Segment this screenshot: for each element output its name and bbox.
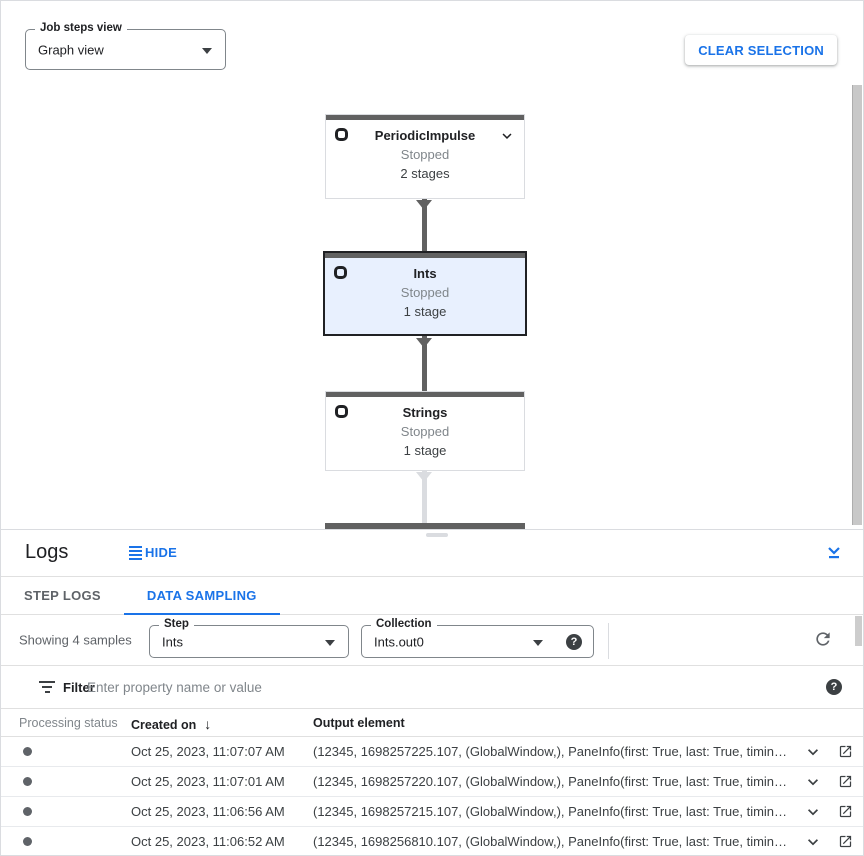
dropdown-caret-icon <box>325 639 335 646</box>
node-title: PeriodicImpulse <box>374 128 476 143</box>
node-stages: 1 stage <box>403 304 447 319</box>
sample-row: Oct 25, 2023, 11:06:52 AM (12345, 169825… <box>1 827 863 856</box>
sample-row: Oct 25, 2023, 11:06:56 AM (12345, 169825… <box>1 797 863 827</box>
panel-resize-handle[interactable] <box>426 533 448 537</box>
dropdown-caret-icon <box>533 639 543 646</box>
samples-table-header: Processing status Created on↓ Output ele… <box>1 709 863 737</box>
collapse-panel-icon[interactable] <box>825 543 843 561</box>
graph-node-ints[interactable]: Ints Stopped 1 stage <box>323 251 527 336</box>
logs-panel: Logs HIDE STEP LOGS DATA SAMPLING Showin… <box>1 529 863 855</box>
sampling-controls-row: Showing 4 samples Step Ints Collection I… <box>1 615 863 666</box>
output-element-cell: (12345, 1698256810.107, (GlobalWindow,),… <box>313 834 793 849</box>
node-status: Stopped <box>400 424 450 439</box>
vertical-divider <box>608 623 609 659</box>
expand-row-icon[interactable] <box>803 742 823 762</box>
tab-step-logs[interactable]: STEP LOGS <box>24 588 101 603</box>
created-on-cell: Oct 25, 2023, 11:06:52 AM <box>131 834 285 849</box>
transform-step-icon <box>334 266 347 279</box>
hide-label: HIDE <box>145 545 178 560</box>
filter-row: Filter ? <box>1 666 863 709</box>
node-top-bar <box>326 392 524 397</box>
job-steps-view-label: Job steps view <box>35 22 127 34</box>
expand-row-icon[interactable] <box>803 832 823 852</box>
step-select-label: Step <box>159 618 194 630</box>
showing-samples-text: Showing 4 samples <box>19 632 132 648</box>
collection-help-icon[interactable]: ? <box>566 633 582 650</box>
edge-arrow-icon <box>416 200 432 210</box>
node-top-bar <box>325 253 525 258</box>
dropdown-caret-icon <box>202 47 212 54</box>
edge-ints-strings <box>422 336 427 391</box>
node-title: Strings <box>402 405 448 420</box>
node-stages: 2 stages <box>400 166 450 181</box>
created-on-cell: Oct 25, 2023, 11:06:56 AM <box>131 804 285 819</box>
transform-step-icon <box>335 405 348 418</box>
open-in-new-icon[interactable] <box>838 744 853 759</box>
open-in-new-icon[interactable] <box>838 834 853 849</box>
step-select[interactable]: Step Ints <box>149 618 349 658</box>
edge-arrow-icon <box>416 472 432 482</box>
output-element-cell: (12345, 1698257225.107, (GlobalWindow,),… <box>313 744 793 759</box>
logs-panel-header: Logs HIDE <box>1 530 863 577</box>
hide-logs-button[interactable]: HIDE <box>129 545 177 560</box>
transform-step-icon <box>335 128 348 141</box>
tab-data-sampling[interactable]: DATA SAMPLING <box>123 577 280 615</box>
output-element-cell: (12345, 1698257220.107, (GlobalWindow,),… <box>313 774 793 789</box>
logs-panel-title: Logs <box>25 541 69 563</box>
expand-row-icon[interactable] <box>803 802 823 822</box>
job-steps-view-select[interactable]: Job steps view Graph view <box>25 22 226 70</box>
output-element-cell: (12345, 1698257215.107, (GlobalWindow,),… <box>313 804 793 819</box>
open-in-new-icon[interactable] <box>838 804 853 819</box>
filter-label: Filter <box>63 679 95 695</box>
processing-status-dot <box>23 807 32 816</box>
processing-status-dot <box>23 777 32 786</box>
filter-icon <box>39 681 55 693</box>
edge-strings-next <box>422 471 427 523</box>
filter-help-icon[interactable]: ? <box>826 679 842 695</box>
node-status: Stopped <box>400 285 450 300</box>
expand-row-icon[interactable] <box>803 772 823 792</box>
created-on-cell: Oct 25, 2023, 11:07:07 AM <box>131 744 285 759</box>
graph-node-clipped-top-bar <box>325 523 525 529</box>
col-output-element: Output element <box>313 716 405 730</box>
collection-select-label: Collection <box>371 618 437 630</box>
logs-tabs: STEP LOGS DATA SAMPLING <box>1 577 863 615</box>
refresh-icon[interactable] <box>813 629 833 649</box>
node-top-bar <box>326 115 524 120</box>
col-processing-status: Processing status <box>19 716 118 730</box>
edge-periodicimpulse-ints <box>422 199 427 252</box>
scrollbar-thumb[interactable] <box>852 85 862 525</box>
edge-arrow-icon <box>416 338 432 348</box>
processing-status-dot <box>23 747 32 756</box>
logs-vertical-scrollbar-thumb[interactable] <box>855 616 862 646</box>
sort-descending-icon: ↓ <box>204 716 212 732</box>
collection-select-value: Ints.out0 <box>374 634 424 649</box>
step-select-value: Ints <box>162 634 183 649</box>
graph-node-strings[interactable]: Strings Stopped 1 stage <box>325 391 525 471</box>
clear-selection-button[interactable]: CLEAR SELECTION <box>685 35 837 65</box>
collection-select[interactable]: Collection Ints.out0 ? <box>361 618 594 658</box>
chevron-down-icon[interactable] <box>498 127 516 145</box>
graph-node-periodicimpulse[interactable]: PeriodicImpulse Stopped 2 stages <box>325 114 525 199</box>
open-in-new-icon[interactable] <box>838 774 853 789</box>
col-created-on[interactable]: Created on↓ <box>131 716 212 732</box>
graph-vertical-scrollbar[interactable] <box>851 85 862 528</box>
node-title: Ints <box>413 266 437 281</box>
log-lines-icon <box>129 545 142 560</box>
filter-input[interactable] <box>87 679 787 695</box>
processing-status-dot <box>23 837 32 846</box>
job-steps-view-value: Graph view <box>38 42 104 57</box>
sample-row: Oct 25, 2023, 11:07:01 AM (12345, 169825… <box>1 767 863 797</box>
sample-row: Oct 25, 2023, 11:07:07 AM (12345, 169825… <box>1 737 863 767</box>
created-on-cell: Oct 25, 2023, 11:07:01 AM <box>131 774 285 789</box>
node-stages: 1 stage <box>403 443 447 458</box>
node-status: Stopped <box>400 147 450 162</box>
